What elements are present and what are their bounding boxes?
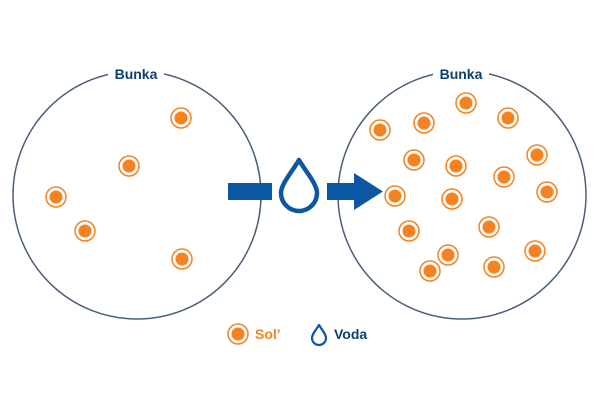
left-cell: Bunka bbox=[12, 62, 262, 320]
water-flow-arrow bbox=[228, 157, 383, 214]
legend: Sol’ Voda bbox=[227, 323, 367, 347]
salt-particle-icon bbox=[369, 119, 391, 141]
left-cell-label-bg bbox=[108, 62, 164, 84]
salt-particle-icon bbox=[398, 220, 420, 242]
salt-particle-icon bbox=[45, 186, 67, 208]
arrow-tail-bar bbox=[228, 183, 272, 200]
right-cell: Bunka bbox=[337, 62, 587, 320]
legend-salt-icon bbox=[227, 323, 249, 345]
salt-particle-icon bbox=[478, 216, 500, 238]
salt-particle-icon bbox=[455, 92, 477, 114]
salt-particle-icon bbox=[171, 248, 193, 270]
right-arrow-icon bbox=[327, 173, 383, 210]
salt-particle-icon bbox=[445, 155, 467, 177]
legend-water-label: Voda bbox=[334, 326, 367, 342]
salt-particle-icon bbox=[437, 244, 459, 266]
salt-particle-icon bbox=[497, 107, 519, 129]
legend-salt-label: Sol’ bbox=[255, 326, 281, 342]
right-cell-label-bg bbox=[433, 62, 489, 84]
salt-particle-icon bbox=[384, 185, 406, 207]
right-cell-label: Bunka bbox=[440, 66, 483, 82]
salt-particle-icon bbox=[483, 256, 505, 278]
salt-particle-icon bbox=[413, 112, 435, 134]
left-cell-label: Bunka bbox=[115, 66, 158, 82]
right-cell-salt-group bbox=[369, 92, 558, 282]
salt-particle-icon bbox=[403, 149, 425, 171]
salt-particle-icon bbox=[419, 260, 441, 282]
water-drop-icon bbox=[278, 157, 320, 214]
salt-particle-icon bbox=[524, 240, 546, 262]
legend-water-drop-icon bbox=[310, 323, 328, 347]
salt-particle-icon bbox=[536, 181, 558, 203]
salt-particle-icon bbox=[170, 107, 192, 129]
salt-particle-icon bbox=[74, 220, 96, 242]
left-cell-salt-group bbox=[45, 107, 193, 270]
salt-particle-icon bbox=[493, 166, 515, 188]
salt-particle-icon bbox=[526, 144, 548, 166]
salt-particle-icon bbox=[118, 155, 140, 177]
salt-particle-icon bbox=[441, 188, 463, 210]
